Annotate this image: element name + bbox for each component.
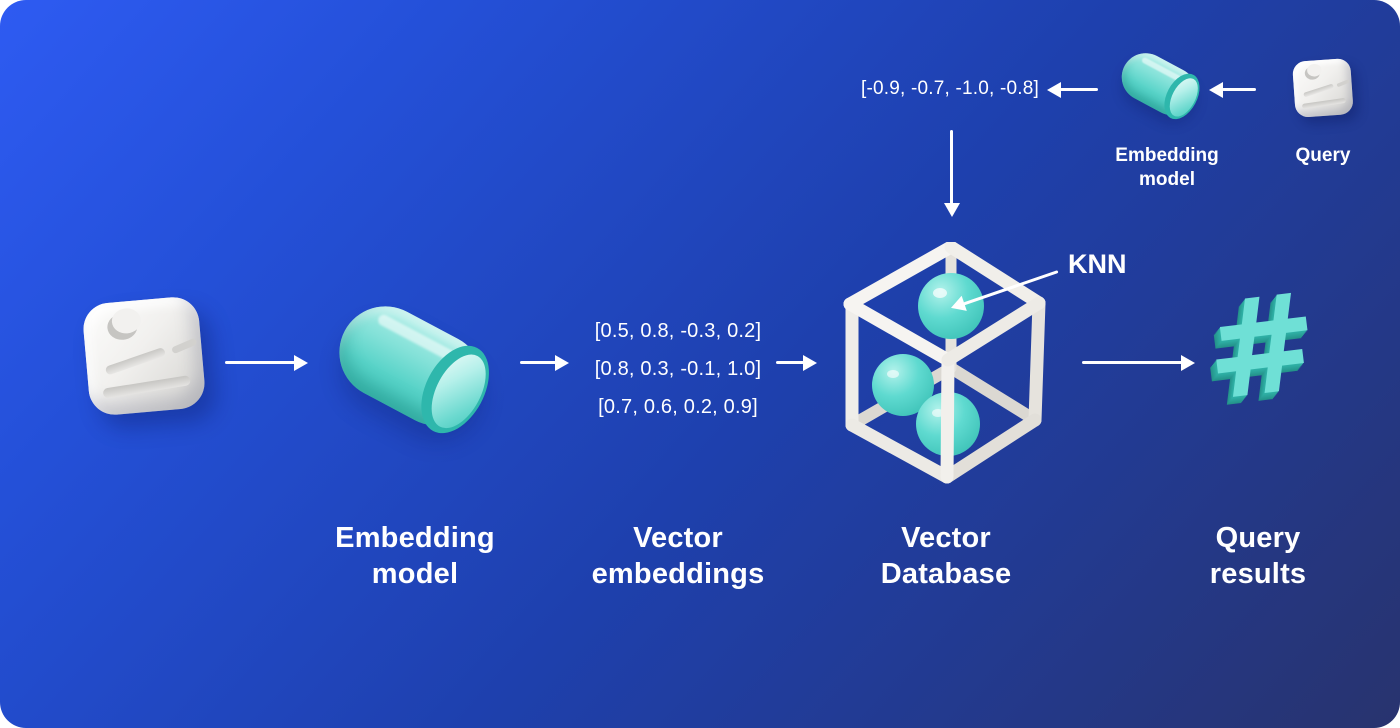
knn-annotation: KNN bbox=[1068, 249, 1127, 279]
embedding-model-label: Embedding model bbox=[335, 522, 495, 590]
vector-value: [0.8, 0.3, -0.1, 1.0] bbox=[594, 358, 762, 380]
vector-database-cube-icon bbox=[843, 242, 1046, 484]
arrow-doc-to-model-icon bbox=[225, 361, 295, 364]
document-3d-icon bbox=[81, 295, 207, 417]
arrow-model-to-queryvector-icon bbox=[1060, 88, 1098, 91]
vector-database-label: Vector Database bbox=[880, 522, 1012, 590]
arrow-vectors-to-db-icon bbox=[776, 361, 804, 364]
arrow-query-to-model-icon bbox=[1222, 88, 1256, 91]
query-document-icon bbox=[1292, 57, 1354, 118]
query-results-label: Query results bbox=[1209, 522, 1307, 590]
vector-point-sphere bbox=[872, 354, 934, 416]
arrow-queryvector-to-db-icon bbox=[950, 130, 953, 204]
query-vector-value: [-0.9, -0.7, -1.0, -0.8] bbox=[861, 78, 1039, 99]
vector-embeddings-values: [0.5, 0.8, -0.3, 0.2] [0.8, 0.3, -0.1, 1… bbox=[558, 312, 798, 426]
arrow-model-to-vectors-icon bbox=[520, 361, 556, 364]
query-label: Query bbox=[1295, 145, 1351, 166]
arrow-db-to-results-icon bbox=[1082, 361, 1182, 364]
vector-value: [0.5, 0.8, -0.3, 0.2] bbox=[594, 320, 762, 342]
hashtag-icon: # bbox=[1196, 262, 1328, 432]
query-embedding-model-label: Embedding model bbox=[1115, 145, 1219, 190]
vector-value: [0.7, 0.6, 0.2, 0.9] bbox=[598, 396, 758, 418]
query-embedding-cylinder-icon bbox=[1113, 44, 1207, 126]
vector-embeddings-label: Vector embeddings bbox=[591, 522, 765, 590]
embedding-model-cylinder-icon bbox=[323, 290, 503, 445]
